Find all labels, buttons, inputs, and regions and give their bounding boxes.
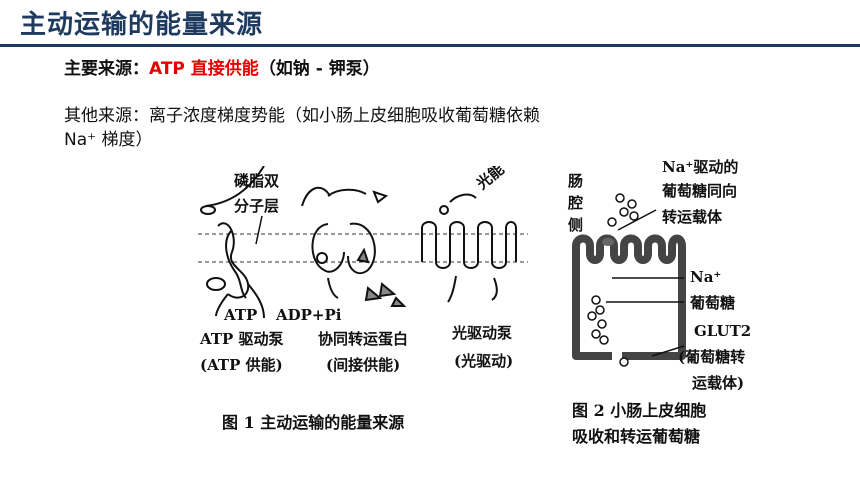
main-source-label: 主要来源：: [64, 59, 149, 79]
atp-driven-pump: [200, 166, 265, 319]
fig2-carrier-label-3: 转运载体: [662, 208, 723, 226]
fig2-caption-1: 图 2 小肠上皮细胞: [572, 401, 706, 420]
fig1-col2-name: 协同转运蛋白: [318, 330, 408, 348]
fig1-membrane-label-1: 磷脂双: [234, 172, 279, 190]
fig1-col3-note: (光驱动): [454, 352, 513, 370]
membrane-pointer-line: [255, 215, 263, 245]
fig2-glut2-label-3: 运载体): [692, 374, 744, 392]
figure-2-intestinal-epithelial-cell: 肠 腔 侧 Na⁺驱动的 葡萄糖同向 转运载体 Na⁺ 葡萄糖 GLUT2 (葡…: [567, 158, 751, 446]
light-driven-pump: [421, 193, 517, 303]
fig2-glut2-label: GLUT2: [694, 322, 751, 340]
cotransporter-protein: [301, 186, 407, 307]
glut2-pointer: [651, 345, 685, 357]
fig1-col3-name: 光驱动泵: [451, 324, 512, 342]
main-source-highlight: ATP 直接供能: [149, 59, 259, 79]
fig1-atp-label: ATP: [223, 306, 257, 324]
fig2-caption-2: 吸收和转运葡萄糖: [572, 427, 700, 446]
epithelial-cell: [572, 234, 686, 360]
fig2-lumen-label-2: 腔: [567, 194, 583, 212]
fig1-col1-name: ATP 驱动泵: [199, 330, 283, 348]
fig1-col1-note: (ATP 供能): [200, 356, 283, 374]
page-title: 主动运输的能量来源: [20, 10, 264, 40]
fig2-na-label: Na⁺: [690, 268, 721, 286]
fig2-carrier-label-1: Na⁺驱动的: [662, 158, 738, 176]
fig1-light-label: 光能: [472, 166, 507, 194]
glucose-molecules: [587, 193, 639, 367]
fig2-glut2-label-2: (葡萄糖转: [678, 348, 745, 366]
fig1-caption: 图 1 主动运输的能量来源: [222, 413, 404, 432]
title-divider: [0, 44, 860, 47]
fig1-membrane-label-2: 分子层: [234, 197, 279, 215]
main-source-line: 主要来源：ATP 直接供能（如钠 - 钾泵）: [64, 54, 380, 79]
fig1-adp-label: ADP+Pi: [275, 306, 342, 324]
other-source-paragraph: 其他来源：离子浓度梯度势能（如小肠上皮细胞吸收葡萄糖依赖 Na⁺ 梯度）: [64, 104, 764, 152]
fig2-lumen-label-1: 肠: [568, 172, 583, 190]
fig1-col2-note: (间接供能): [326, 356, 400, 374]
main-source-example: （如钠 - 钾泵）: [258, 59, 380, 79]
carrier-pointer: [617, 209, 657, 231]
fig2-lumen-label-3: 侧: [568, 216, 583, 234]
na-glucose-cotransporter: [602, 238, 614, 246]
other-source-line-2: Na⁺ 梯度）: [64, 130, 153, 150]
fig2-glucose-label: 葡萄糖: [689, 294, 735, 312]
other-source-line-1: 其他来源：离子浓度梯度势能（如小肠上皮细胞吸收葡萄糖依赖: [64, 106, 540, 126]
figure-1-active-transport-energy: 磷脂双 分子层 光能 ATP ADP+Pi ATP 驱动泵 协同转运蛋白: [198, 166, 528, 432]
fig2-carrier-label-2: 葡萄糖同向: [661, 182, 737, 200]
